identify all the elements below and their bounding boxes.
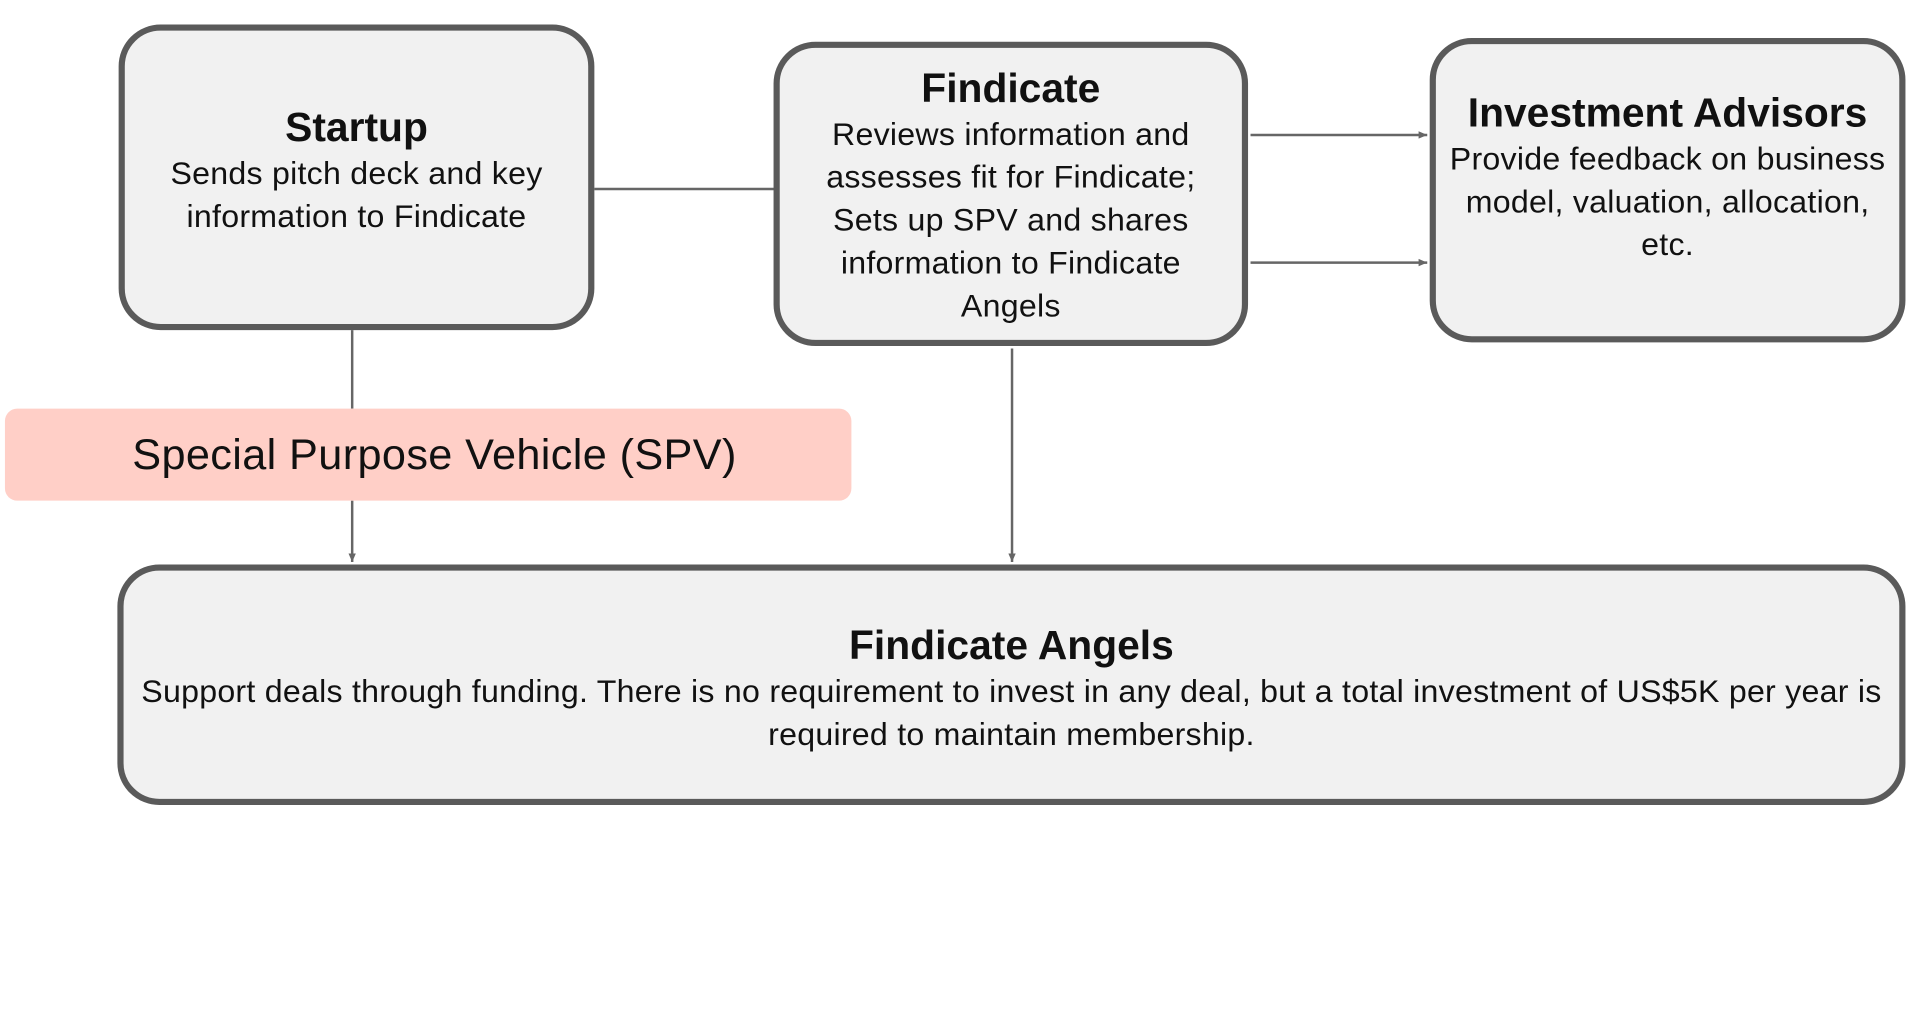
findicate-description: Reviews information and assesses fit for… — [826, 114, 1196, 324]
findicate-node: Findicate Reviews information and assess… — [773, 41, 1249, 347]
startup-title: Startup — [285, 103, 428, 150]
findicate-title: Findicate — [921, 64, 1101, 110]
findicate-angels-title: Findicate Angels — [849, 622, 1174, 668]
investment-advisors-description: Provide feedback on business model, valu… — [1449, 139, 1886, 262]
findicate-angels-description: Support deals through funding. There is … — [141, 672, 1882, 753]
startup-description: Sends pitch deck and key information to … — [170, 154, 543, 234]
startup-node: Startup Sends pitch deck and key informa… — [118, 24, 595, 331]
spv-label: Special Purpose Vehicle (SPV) — [132, 430, 737, 478]
investment-advisors-title: Investment Advisors — [1467, 88, 1868, 135]
investment-advisors-node: Investment Advisors Provide feedback on … — [1429, 38, 1906, 343]
findicate-angels-node: Findicate Angels Support deals through f… — [117, 564, 1906, 805]
spv-box: Special Purpose Vehicle (SPV) — [4, 408, 852, 501]
connectors — [348, 131, 1428, 563]
